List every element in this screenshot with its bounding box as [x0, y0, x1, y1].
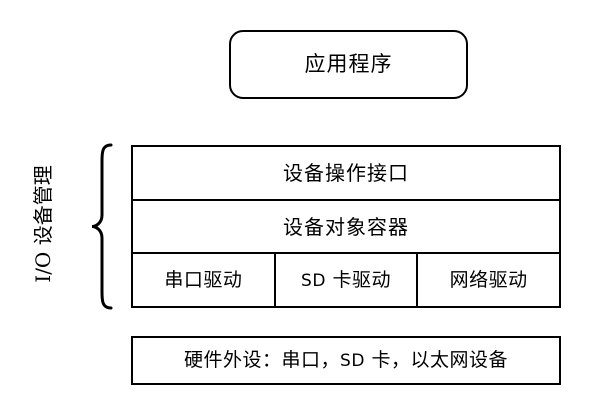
io-management-label: I/O 设备管理	[31, 165, 55, 283]
hardware-peripherals-box: 硬件外设：串口，SD 卡，以太网设备	[131, 336, 561, 385]
driver-cell-label-composite: SD 卡驱动	[301, 268, 391, 291]
application-box-label: 应用程序	[304, 52, 393, 76]
driver-cell-network: 网络驱动	[418, 254, 559, 306]
stack-row-label: 设备操作接口	[283, 160, 409, 185]
driver-cell-serial: 串口驱动	[133, 254, 276, 307]
stack-row-drivers: 串口驱动 SD 卡驱动 网络驱动	[133, 254, 559, 307]
driver-cell-sd-card: SD 卡驱动	[276, 254, 419, 307]
driver-cell-label: 网络驱动	[449, 268, 528, 291]
application-box: 应用程序	[229, 30, 468, 99]
stack-row-device-operation-interface: 设备操作接口	[133, 147, 559, 201]
driver-cell-latin-prefix: SD	[301, 270, 326, 291]
stack-row-label: 设备对象容器	[283, 214, 409, 239]
io-management-label-group: I/O 设备管理	[28, 140, 58, 308]
hardware-box-prefix: 硬件外设：串口，	[184, 349, 341, 371]
hardware-box-latin: SD	[340, 351, 365, 371]
hardware-box-label-composite: 硬件外设：串口，SD 卡，以太网设备	[184, 351, 508, 370]
driver-cell-label: 卡驱动	[332, 268, 391, 291]
stack-row-device-object-container: 设备对象容器	[133, 201, 559, 255]
hardware-box-suffix: 卡，以太网设备	[371, 349, 508, 371]
curly-brace-icon	[90, 143, 114, 310]
io-stack-table: 设备操作接口 设备对象容器 串口驱动 SD 卡驱动 网络驱动	[131, 145, 561, 308]
driver-cell-label: 串口驱动	[164, 268, 243, 291]
